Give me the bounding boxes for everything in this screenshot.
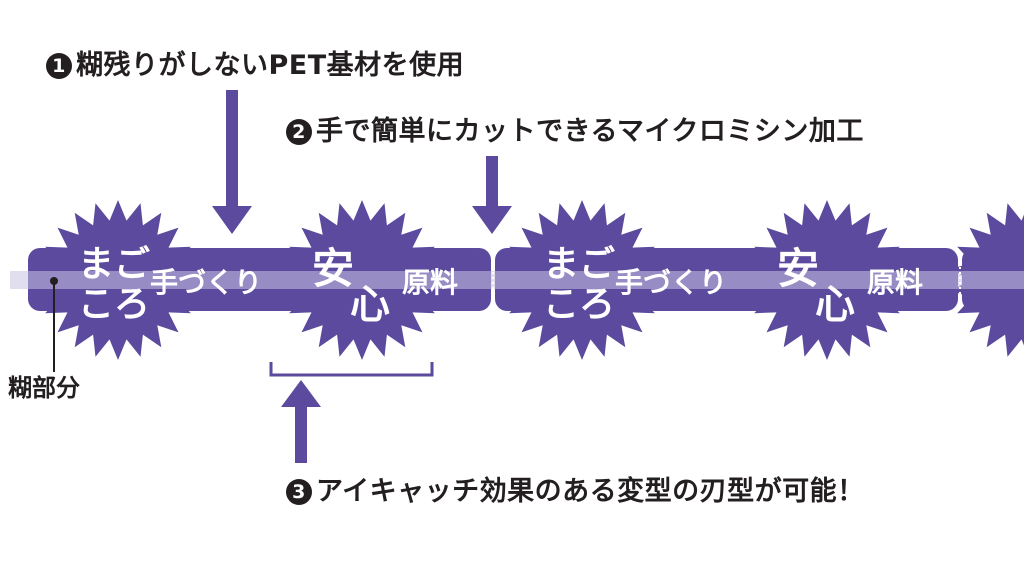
arrow-3 [281, 380, 321, 463]
die-cut-bracket [269, 362, 434, 377]
sticker-unit-2: まご ころ 手づくり 安 心 原料 [543, 244, 923, 328]
an-text: 安 [777, 244, 819, 293]
shin-text: 心 [815, 282, 855, 328]
shin-text: 心 [350, 282, 390, 328]
magokoro-bottom-text: ころ [78, 284, 150, 325]
tezukuri-text: 手づくり [150, 266, 262, 299]
an-text: 安 [312, 244, 354, 293]
tezukuri-text: 手づくり [615, 266, 727, 299]
glue-label: 糊部分 [8, 374, 80, 402]
genryo-text: 原料 [402, 266, 458, 299]
magokoro-bottom-text: ころ [543, 284, 615, 325]
magokoro-top-text: まご [78, 244, 150, 285]
sticker-unit-1: まご ころ 手づくり 安 心 原料 [78, 244, 458, 328]
magokoro-top-text: まご [543, 244, 615, 285]
glue-strip [10, 271, 1024, 289]
arrow-1 [212, 90, 252, 234]
genryo-text: 原料 [867, 266, 923, 299]
arrow-2 [472, 156, 512, 234]
callout-2-text: 手で簡単にカットできるマイクロミシン加工 [316, 116, 864, 147]
callout-1-number: 1 [46, 53, 72, 79]
callout-2-number: 2 [286, 119, 312, 145]
callout-1-text: 糊残りがしないPET基材を使用 [76, 50, 465, 81]
callout-3-text: アイキャッチ効果のある変型の刃型が可能！ [316, 476, 865, 507]
callout-3-number: 3 [286, 479, 312, 505]
